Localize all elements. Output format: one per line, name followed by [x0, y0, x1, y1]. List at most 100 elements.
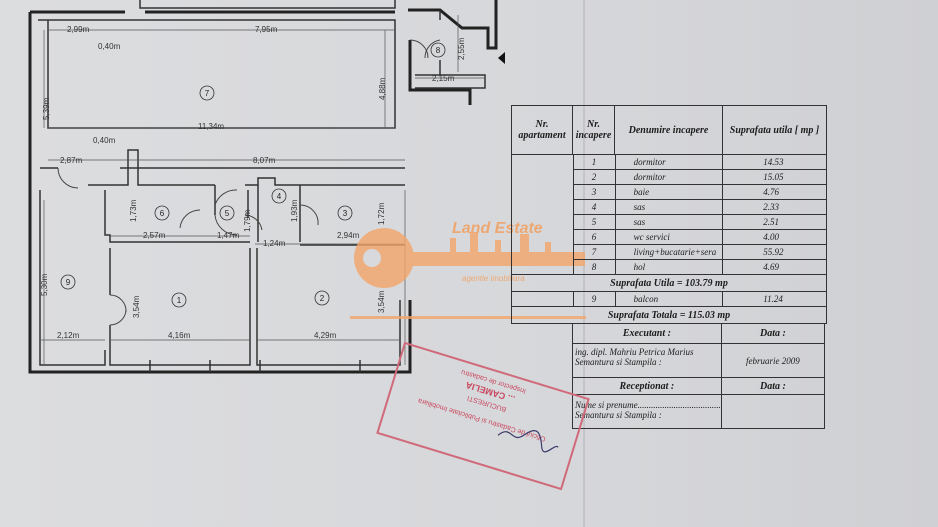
dim-label: 1,72m	[377, 202, 386, 225]
row-area: 11.24	[763, 294, 783, 304]
dim-label: 1,79m	[243, 209, 252, 232]
row-area: 4.69	[723, 260, 826, 275]
row-number: 1	[573, 155, 616, 170]
outer-walls	[28, 0, 498, 374]
suprafata-utila: Suprafata Utila = 103.79 mp	[610, 277, 728, 289]
row-area: 15.05	[723, 170, 826, 185]
executant-semnatura: Semantura si Stampila :	[575, 357, 662, 367]
dim-label: 0,40m	[93, 136, 116, 145]
land-estate-logo	[350, 228, 586, 319]
dim-label: 4,16m	[168, 331, 191, 340]
row-name: wc servici	[615, 230, 724, 245]
area-table: Nr. apartament Nr. incapere Denumire inc…	[511, 105, 827, 429]
receptionat-body: Nume si prenume.........................…	[572, 395, 825, 429]
row-name: dormitor	[615, 155, 724, 170]
dim-label: 2,57m	[143, 231, 166, 240]
suprafata-totala-row: Suprafata Totala = 115.03 mp	[511, 307, 827, 324]
row-name: balcon	[616, 292, 724, 306]
door-arcs	[57, 39, 441, 326]
logo-tagline: agentie imobiliara	[462, 274, 525, 283]
table-header-row: Nr. apartament Nr. incapere Denumire inc…	[511, 105, 827, 155]
receptionat-label: Receptionat :	[573, 378, 722, 394]
dim-label: 2,94m	[337, 231, 360, 240]
room-number-4: 4	[277, 192, 282, 201]
room-number-2: 2	[320, 294, 325, 303]
row-number: 2	[573, 170, 616, 185]
inner-walls	[38, 0, 486, 372]
header-nr-apartament: Nr. apartament	[512, 106, 573, 154]
room-number-5: 5	[225, 209, 230, 218]
dim-label: 2,99m	[67, 25, 90, 34]
room-number-7: 7	[205, 89, 210, 98]
row-number: 9	[574, 292, 616, 306]
data-label-2: Data :	[759, 380, 786, 392]
dim-label: 7,95m	[255, 25, 278, 34]
dim-label: 3,54m	[377, 290, 386, 313]
dim-label: 1,47m	[217, 231, 240, 240]
executant-date: februarie 2009	[746, 355, 800, 366]
logo-name: Land Estate	[452, 220, 543, 237]
row-number: 8	[573, 260, 616, 275]
row-number: 5	[573, 215, 616, 230]
dim-label: 2,15m	[432, 74, 455, 83]
executant-header: Executant : Data :	[572, 324, 825, 344]
row-area: 2.33	[723, 200, 826, 215]
signature-scribble	[497, 430, 559, 453]
row-name: sas	[615, 215, 724, 230]
balcon-row: 9 balcon 11.24	[511, 292, 827, 307]
executant-body: ing. dipl. Mahriu Petrica Marius Semantu…	[572, 344, 825, 378]
row-area: 4.00	[723, 230, 826, 245]
dimension-lines	[40, 15, 485, 365]
receptionat-semnatura: Semantura si Stampila :	[575, 410, 662, 420]
dim-label: 8,07m	[253, 156, 276, 165]
room-number-1: 1	[177, 296, 182, 305]
nume-label: Nume si prenume.........................…	[575, 400, 722, 410]
row-number: 4	[573, 200, 616, 215]
dim-label: 4,88m	[378, 77, 387, 100]
row-number: 6	[573, 230, 616, 245]
row-name: hol	[615, 260, 724, 275]
dim-label: 4,29m	[314, 331, 337, 340]
dim-label: 1,24m	[263, 239, 286, 248]
dim-label: 0,40m	[98, 42, 121, 51]
row-name: living+bucatarie+sera	[615, 245, 724, 260]
dim-label: 11,34m	[198, 122, 224, 131]
receptionat-header: Receptionat : Data :	[572, 378, 825, 395]
row-area: 14.53	[723, 155, 826, 170]
header-nr-incapere: Nr. incapere	[573, 106, 615, 154]
cadastre-stamp: Inspector de cadastru ... CAMELIA BUCURE…	[376, 341, 590, 491]
row-name: sas	[615, 200, 724, 215]
room-number-6: 6	[160, 209, 165, 218]
row-area: 2.51	[723, 215, 826, 230]
room-circles	[60, 42, 446, 308]
dim-label: 2,12m	[57, 331, 80, 340]
header-suprafata: Suprafata utila [ mp ]	[729, 124, 820, 136]
dim-label: 5,39m	[42, 97, 51, 120]
dim-label: 3,54m	[132, 295, 141, 318]
dim-label: 1,93m	[290, 199, 299, 222]
room-number-8: 8	[436, 46, 441, 55]
dim-label: 2,55m	[457, 37, 466, 60]
suprafata-totala: Suprafata Totala = 115.03 mp	[607, 309, 731, 321]
header-denumire: Denumire incapere	[615, 106, 723, 154]
data-label: Data :	[759, 328, 786, 339]
row-area: 4.76	[723, 185, 826, 200]
row-area: 55.92	[723, 245, 826, 260]
room-number-9: 9	[66, 278, 71, 287]
row-number: 7	[573, 245, 616, 260]
dim-label: 1,73m	[129, 199, 138, 222]
dim-label: 2,87m	[60, 156, 83, 165]
suprafata-utila-row: Suprafata Utila = 103.79 mp	[511, 275, 827, 292]
row-number: 3	[573, 185, 616, 200]
executant-name: ing. dipl. Mahriu Petrica Marius	[575, 347, 694, 357]
